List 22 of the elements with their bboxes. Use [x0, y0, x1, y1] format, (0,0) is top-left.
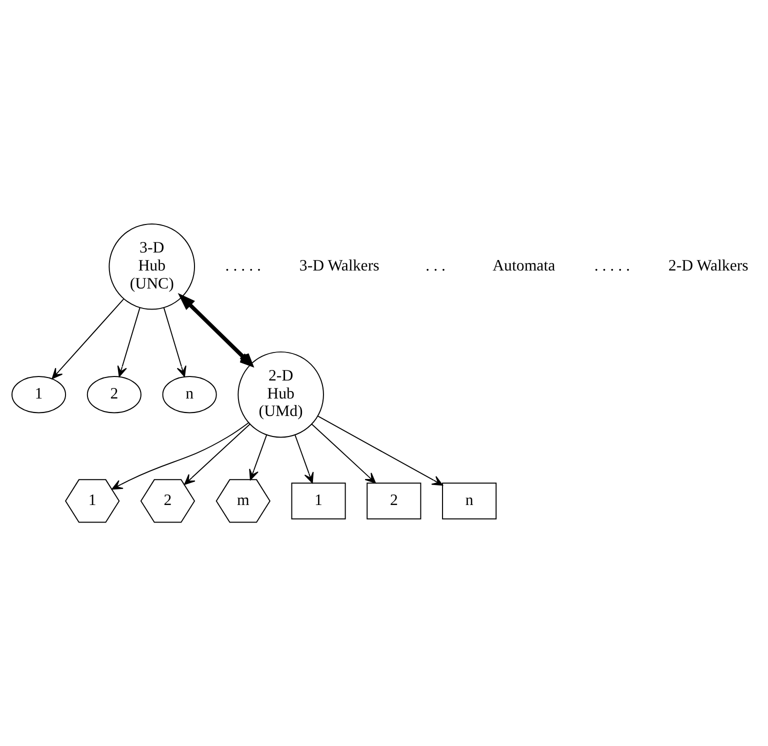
arrow: [178, 292, 253, 366]
arrow: [52, 298, 124, 380]
node-box: 1: [291, 482, 346, 520]
node-ellipse: n: [162, 376, 217, 414]
arrow: [112, 422, 250, 490]
label: 3-D Walkers: [299, 257, 380, 274]
arrow: [318, 416, 443, 486]
arrow: [249, 434, 268, 480]
node-box: 2: [366, 482, 422, 520]
arrow: [163, 307, 186, 377]
label: . . . . .: [225, 257, 261, 274]
arrow: [184, 424, 250, 485]
arrow: [311, 424, 376, 484]
label: . . .: [426, 257, 446, 274]
arrow: [117, 307, 140, 377]
label: 2-D Walkers: [668, 257, 748, 274]
node-ellipse: 1: [12, 376, 66, 414]
label: Automata: [492, 257, 556, 274]
label: . . . . .: [594, 257, 630, 274]
arrow: [294, 434, 314, 484]
node-box: n: [442, 482, 497, 520]
node-ellipse: 2: [86, 376, 142, 414]
